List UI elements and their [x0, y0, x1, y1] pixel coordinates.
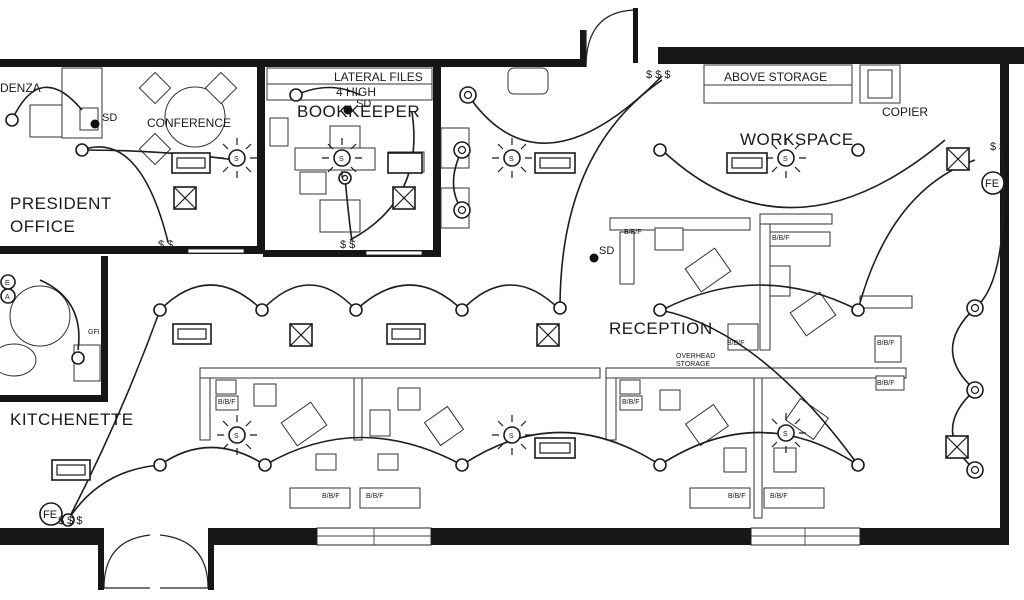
bbf-label-5: B/B/F	[877, 380, 895, 387]
president-office-label-line2: OFFICE	[10, 217, 75, 236]
bbf-label-1: B/B/F	[624, 229, 642, 236]
sd-label-1: SD	[102, 112, 117, 124]
fan-s-label-5: S	[234, 433, 239, 440]
above-storage-label: ABOVE STORAGE	[724, 70, 827, 84]
fan-s-label-1: S	[234, 156, 239, 163]
symbol-labels: SD SD SD FE FE E A S S S S S S S $ $ $ $…	[5, 69, 1005, 527]
switch-label-5: $ $	[990, 141, 1005, 153]
linear-lights	[51, 152, 768, 481]
note-labels: LATERAL FILES 4 HIGH ABOVE STORAGE COPIE…	[334, 70, 928, 368]
bookkeeper-label: BOOKKEEPER	[297, 102, 420, 121]
switch-label-1: $ $	[158, 239, 173, 251]
bbf-label-11: B/B/F	[770, 493, 788, 500]
furniture	[0, 64, 913, 519]
bbf-label-9: B/B/F	[366, 493, 384, 500]
workspace-label: WORKSPACE	[740, 130, 854, 149]
switch-label-3: $ $ $	[646, 69, 670, 81]
fan-s-label-3: S	[509, 156, 514, 163]
room-labels: PRESIDENT OFFICE CONFERENCE BOOKKEEPER W…	[0, 81, 854, 429]
conference-label: CONFERENCE	[147, 116, 231, 130]
round-lights	[5, 88, 865, 527]
overhead-storage-label-1: OVERHEAD	[676, 353, 715, 360]
fixtures	[0, 86, 1005, 527]
gfi-label: GFI	[88, 329, 100, 336]
fan-s-label-2: S	[339, 156, 344, 163]
fe-label-1: FE	[985, 178, 999, 190]
copier-label: COPIER	[882, 105, 928, 119]
door-swings	[103, 9, 635, 589]
ceiling-fans	[217, 138, 806, 455]
overhead-storage-label-2: STORAGE	[676, 361, 710, 368]
e-label: E	[5, 280, 10, 287]
bbf-label-10: B/B/F	[728, 493, 746, 500]
fe-label-2: FE	[43, 509, 57, 521]
bbf-label-3: B/B/F	[727, 340, 745, 347]
bbf-label-2: B/B/F	[772, 235, 790, 242]
four-high-label: 4 HIGH	[336, 85, 376, 99]
wall-sconces	[338, 86, 984, 479]
bbf-label-6: B/B/F	[622, 399, 640, 406]
lateral-files-label: LATERAL FILES	[334, 70, 423, 84]
x-lights	[173, 147, 970, 459]
bbf-label-7: B/B/F	[218, 399, 236, 406]
fan-s-label-7: S	[783, 431, 788, 438]
reception-label: RECEPTION	[609, 319, 713, 338]
bbf-label-8: B/B/F	[322, 493, 340, 500]
president-office-label-line1: PRESIDENT	[10, 194, 112, 213]
walls	[0, 8, 1024, 590]
switch-label-2: $ $	[340, 239, 355, 251]
sd-label-2: SD	[356, 98, 371, 110]
sd-label-3: SD	[599, 245, 614, 257]
bbf-label-4: B/B/F	[877, 340, 895, 347]
switch-label-4: $ $ $	[58, 515, 82, 527]
kitchenette-label: KITCHENETTE	[10, 410, 134, 429]
a-label: A	[5, 294, 10, 301]
circuits	[11, 75, 1005, 521]
fan-s-label-4: S	[783, 156, 788, 163]
partial-room-label: DENZA	[0, 81, 41, 95]
fan-s-label-6: S	[509, 433, 514, 440]
